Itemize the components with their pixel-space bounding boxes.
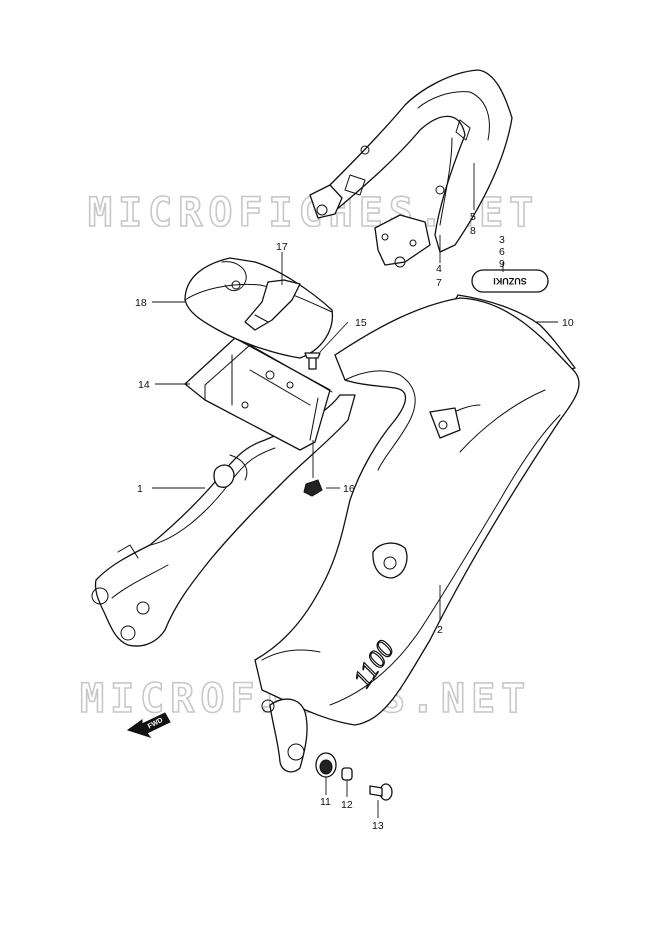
callout-2: 2 xyxy=(437,624,443,636)
fwd-arrow: FWD xyxy=(126,712,171,738)
bolt-13 xyxy=(369,783,393,801)
tool-bag xyxy=(184,257,334,359)
callout-9: 9 xyxy=(499,258,505,270)
callout-16: 16 xyxy=(343,483,355,495)
callout-1: 1 xyxy=(137,483,143,495)
callout-12: 12 xyxy=(341,799,353,811)
callout-13: 13 xyxy=(372,820,384,832)
callout-10: 10 xyxy=(562,317,574,329)
callout-17: 17 xyxy=(276,241,288,253)
screw-15 xyxy=(304,352,321,370)
callout-18: 18 xyxy=(135,297,147,309)
callout-6: 6 xyxy=(499,246,505,258)
callout-15: 15 xyxy=(355,317,367,329)
rear-seat-tail xyxy=(309,69,513,268)
tail-cowling: 1100 xyxy=(254,297,580,773)
rear-frame xyxy=(91,394,356,647)
suzuki-badge: SUZUKI xyxy=(471,269,549,293)
callout-7: 7 xyxy=(436,277,442,289)
badge-text: SUZUKI xyxy=(493,276,527,286)
callout-3: 3 xyxy=(499,234,505,246)
callout-14: 14 xyxy=(138,379,150,391)
collar-12 xyxy=(341,767,353,781)
callout-8: 8 xyxy=(470,225,476,237)
grommet-11 xyxy=(315,752,337,778)
callout-5: 5 xyxy=(470,211,476,223)
nut-16 xyxy=(303,479,323,497)
callout-4: 4 xyxy=(436,263,442,275)
callout-11: 11 xyxy=(320,796,331,808)
